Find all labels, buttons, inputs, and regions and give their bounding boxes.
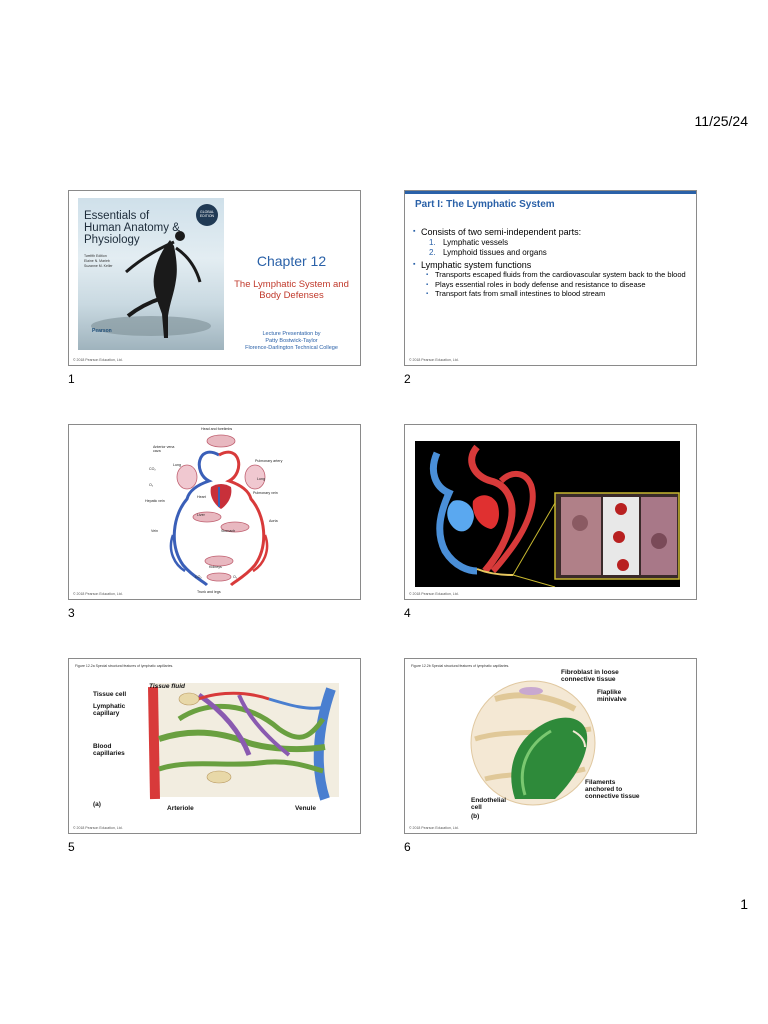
heart-illustration xyxy=(415,441,680,587)
label-flaplike-minivalve: Flaplike minivalve xyxy=(597,689,627,703)
copyright: © 2018 Pearson Education, Ltd. xyxy=(409,358,459,362)
slide-number: 5 xyxy=(68,840,75,854)
slide-1: GLOBAL EDITION Essentials of Human Anato… xyxy=(68,190,361,366)
slide-6: Figure 12.2b Special structural features… xyxy=(404,658,697,834)
label-trunk: Trunk and legs xyxy=(197,590,221,594)
label-vein: Vein xyxy=(151,529,158,533)
slide-body: Consists of two semi-independent parts: … xyxy=(413,227,688,300)
label-aorta: Aorta xyxy=(269,519,278,523)
label-co2: CO₂ xyxy=(149,467,156,471)
label-anterior-vena-cava: Anterior vena cava xyxy=(153,445,175,453)
numbered-item: 2. Lymphoid tissues and organs xyxy=(413,248,688,258)
label-liver: Liver xyxy=(197,513,205,517)
label-venule: Venule xyxy=(295,805,316,812)
label-arteriole: Arteriole xyxy=(167,805,194,812)
label-o2: O₂ xyxy=(149,483,154,487)
label-lymphatic-capillary: Lymphatic capillary xyxy=(93,703,126,717)
copyright: © 2018 Pearson Education, Ltd. xyxy=(73,826,123,830)
slide-number: 3 xyxy=(68,606,75,620)
book-author: Suzanne M. Keller xyxy=(84,264,113,268)
bullet: Lymphatic system functions xyxy=(413,260,688,270)
label-head: Head and forelimbs xyxy=(201,427,233,431)
page-number: 1 xyxy=(740,896,748,912)
book-author: Elaine N. Marieb xyxy=(84,259,110,263)
dancer-illustration xyxy=(91,231,211,338)
slide-number: 1 xyxy=(68,372,75,386)
label-endothelial-cell: Endothelial cell xyxy=(471,797,507,811)
slide-2: Part I: The Lymphatic System Consists of… xyxy=(404,190,697,366)
book-title: Essentials of Human Anatomy & Physiology xyxy=(84,210,180,246)
lymphatic-capillary-diagram xyxy=(148,683,339,801)
copyright: © 2018 Pearson Education, Ltd. xyxy=(409,826,459,830)
label-stomach: Stomach xyxy=(221,529,236,533)
sub-bullet: Plays essential roles in body defense an… xyxy=(413,280,688,290)
circulation-diagram xyxy=(169,434,269,587)
copyright: © 2018 Pearson Education, Ltd. xyxy=(73,358,123,362)
book-cover: GLOBAL EDITION Essentials of Human Anato… xyxy=(78,198,224,350)
slide-3: Head and forelimbs Anterior vena cava Pu… xyxy=(68,424,361,600)
credit-line: Lecture Presentation by xyxy=(262,331,321,337)
slide-number: 2 xyxy=(404,372,411,386)
item-text: Lymphoid tissues and organs xyxy=(443,248,547,257)
label-fibroblast: Fibroblast in loose connective tissue xyxy=(561,669,619,683)
copyright: © 2018 Pearson Education, Ltd. xyxy=(73,592,123,596)
book-badge: GLOBAL EDITION xyxy=(196,204,218,226)
label-hepatic-vein: Hepatic vein xyxy=(145,499,165,503)
credit-line: Florence-Darlington Technical College xyxy=(245,345,338,351)
slide-number: 6 xyxy=(404,840,411,854)
label-co2: CO₂ xyxy=(195,575,202,579)
label-tissue-cell: Tissue cell xyxy=(93,691,127,698)
book-edition: Twelfth Edition xyxy=(84,254,107,258)
label-lung: Lung xyxy=(173,463,181,467)
label-filaments: Filaments anchored to connective tissue xyxy=(585,779,640,800)
credit-line: Patty Bostwick-Taylor xyxy=(265,338,318,344)
label-lung: Lung xyxy=(257,477,265,481)
numbered-item: 1. Lymphatic vessels xyxy=(413,238,688,248)
lymphatic-minivalve-diagram xyxy=(470,680,596,806)
date-header: 11/25/24 xyxy=(694,113,748,129)
sub-bullet: Transport fats from small intestines to … xyxy=(413,289,688,299)
label-o2: O₂ xyxy=(233,575,238,579)
label-kidneys: Kidneys xyxy=(209,565,222,569)
chapter-title: Chapter 12 xyxy=(256,253,327,269)
item-number: 2. xyxy=(429,248,436,257)
label-pulmonary-artery: Pulmonary artery xyxy=(255,459,283,463)
slide-4: © 2018 Pearson Education, Ltd. xyxy=(404,424,697,600)
bullet: Consists of two semi-independent parts: xyxy=(413,227,688,237)
lecture-credit: Lecture Presentation by Patty Bostwick-T… xyxy=(229,331,354,352)
copyright: © 2018 Pearson Education, Ltd. xyxy=(409,592,459,596)
label-panel-a: (a) xyxy=(93,801,101,808)
slide-number: 4 xyxy=(404,606,411,620)
label-panel-b: (b) xyxy=(471,813,480,820)
item-text: Lymphatic vessels xyxy=(443,238,509,247)
chapter-subtitle: The Lymphatic System and Body Defenses xyxy=(234,279,349,301)
figure-caption: Figure 12.2b Special structural features… xyxy=(411,664,510,668)
book-authors: Twelfth Edition Elaine N. Marieb Suzanne… xyxy=(84,254,144,269)
label-pulmonary-vein: Pulmonary vein xyxy=(253,491,278,495)
title-bar xyxy=(405,191,696,194)
slide-5: Figure 12.2a Special structural features… xyxy=(68,658,361,834)
label-tissue-fluid: Tissue fluid xyxy=(149,683,185,690)
label-blood-capillaries: Blood capillaries xyxy=(93,743,125,757)
label-heart: Heart xyxy=(197,495,206,499)
publisher-logo: Pearson xyxy=(92,328,112,334)
item-number: 1. xyxy=(429,238,436,247)
sub-bullet: Transports escaped fluids from the cardi… xyxy=(413,270,688,280)
figure-caption: Figure 12.2a Special structural features… xyxy=(75,664,174,668)
heart-vessels-diagram xyxy=(430,444,680,587)
slide-title: Part I: The Lymphatic System xyxy=(415,199,555,210)
